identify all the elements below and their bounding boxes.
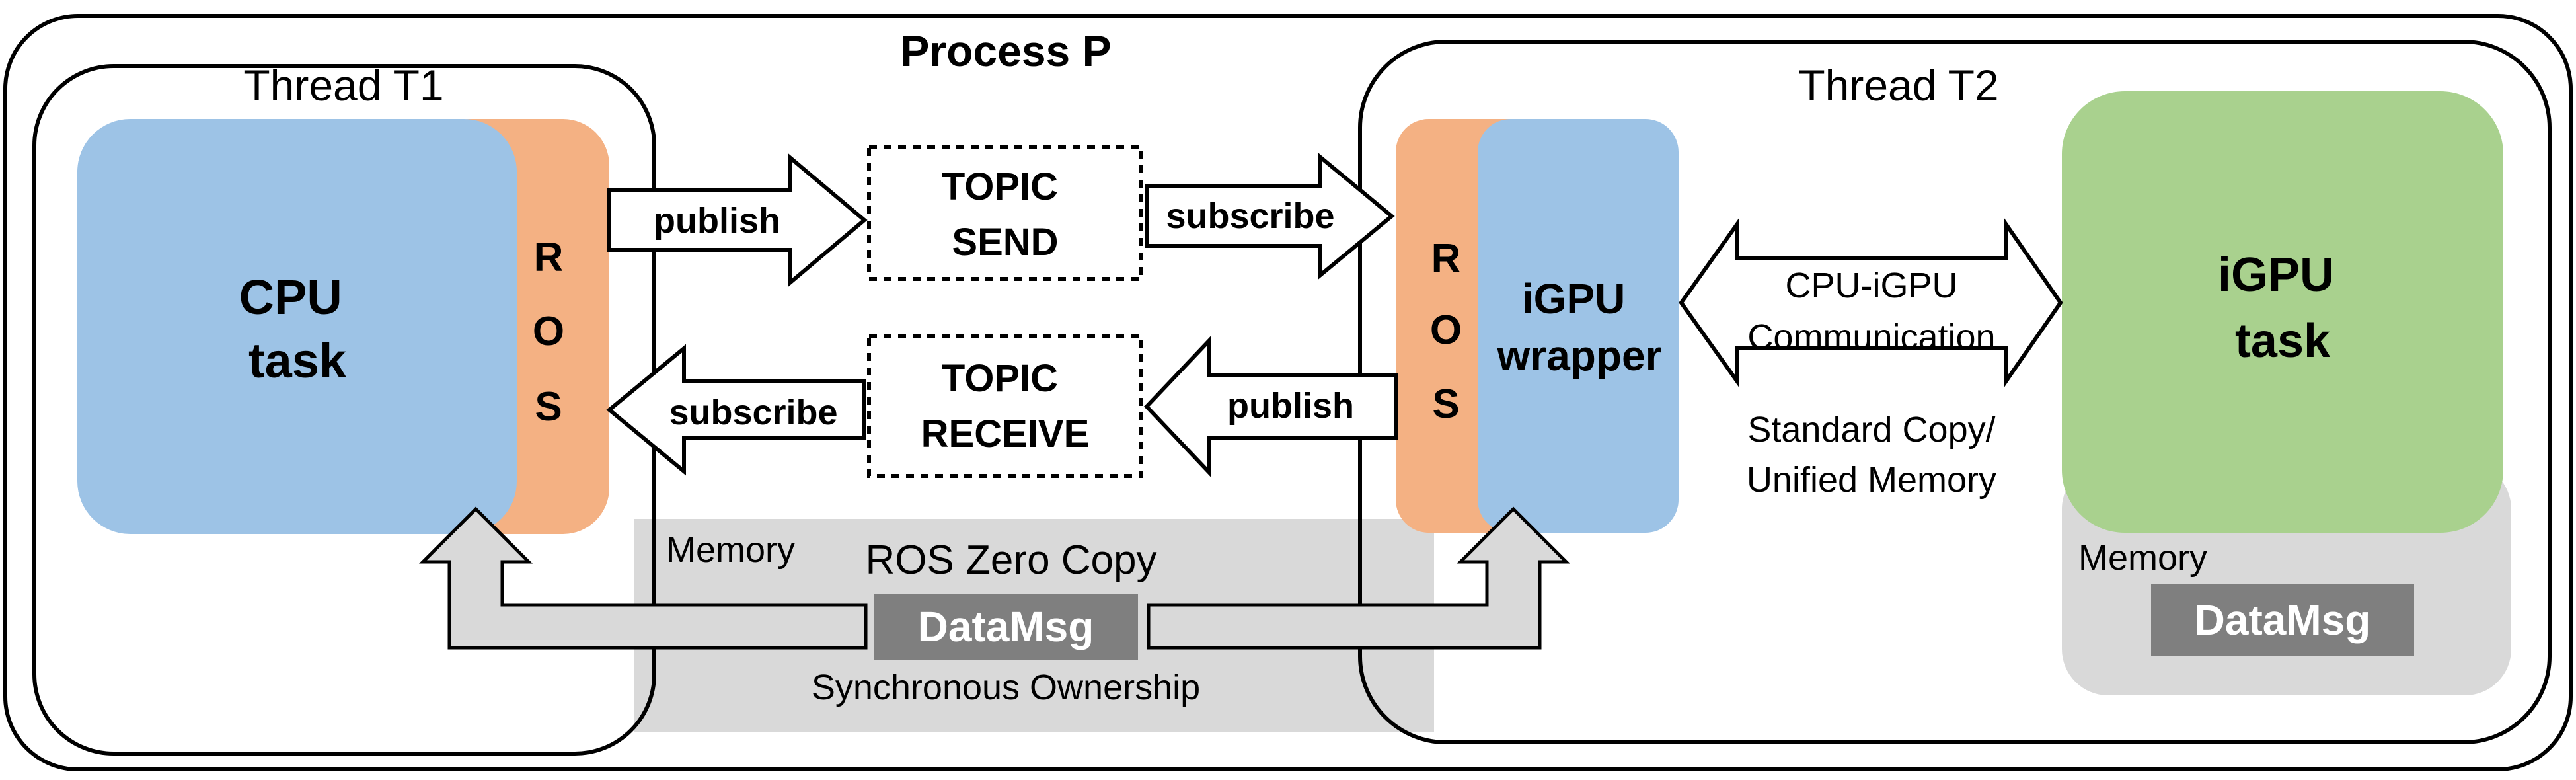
process-title: Process P bbox=[900, 26, 1111, 75]
gpu-datamsg-box bbox=[2151, 584, 2414, 656]
igpu-task-block bbox=[2062, 91, 2503, 533]
zero-copy-arrow-left bbox=[418, 506, 868, 650]
topic-receive-label: TOPIC RECEIVE bbox=[921, 357, 1090, 455]
cpu-task-label: CPU task bbox=[239, 270, 356, 388]
publish-top-arrow bbox=[607, 153, 868, 288]
publish-top-label: publish bbox=[654, 201, 780, 241]
topic-send-label: TOPIC SEND bbox=[942, 165, 1069, 264]
subscribe-top-arrow bbox=[1145, 152, 1395, 280]
gpu-datamsg-label: DataMsg bbox=[2195, 596, 2371, 644]
cpu-task-block bbox=[77, 119, 517, 534]
topic-receive-box bbox=[867, 334, 1143, 478]
ros-right-r: R bbox=[1431, 236, 1461, 282]
ros-left-r: R bbox=[534, 235, 564, 280]
comm-label-line2: Communication bbox=[1747, 317, 1995, 357]
subscribe-bottom-label: subscribe bbox=[669, 393, 837, 432]
subscribe-bottom-arrow bbox=[606, 344, 866, 476]
igpu-wrapper-block bbox=[1478, 119, 1679, 533]
zero-copy-arrow-right bbox=[1147, 506, 1571, 650]
publish-bottom-arrow bbox=[1143, 335, 1398, 478]
thread-t2-title: Thread T2 bbox=[1798, 61, 1998, 110]
ros-left-o: O bbox=[533, 309, 564, 354]
shared-memory-label: Memory bbox=[666, 530, 795, 570]
topic-send-box bbox=[867, 145, 1143, 281]
shared-datamsg-box bbox=[874, 594, 1138, 660]
publish-bottom-label: publish bbox=[1227, 386, 1354, 426]
ros-left-s: S bbox=[535, 384, 562, 430]
subscribe-top-label: subscribe bbox=[1166, 196, 1334, 236]
comm-label-line4: Unified Memory bbox=[1747, 460, 1996, 500]
synchronous-ownership-caption: Synchronous Ownership bbox=[812, 668, 1200, 707]
comm-label-line1: CPU-iGPU bbox=[1785, 266, 1957, 305]
ros-right-o: O bbox=[1430, 307, 1462, 353]
igpu-wrapper-label: iGPU wrapper bbox=[1497, 275, 1662, 379]
ros-zero-copy-title: ROS Zero Copy bbox=[865, 537, 1156, 583]
gpu-memory-label: Memory bbox=[2078, 538, 2207, 578]
cpu-igpu-comm-arrow bbox=[1679, 218, 2063, 387]
ros-right-s: S bbox=[1432, 381, 1459, 427]
thread-t1-title: Thread T1 bbox=[243, 61, 443, 110]
shared-datamsg-label: DataMsg bbox=[918, 603, 1094, 650]
comm-label-line3: Standard Copy/ bbox=[1747, 410, 1995, 449]
igpu-task-label: iGPU task bbox=[2218, 249, 2347, 368]
